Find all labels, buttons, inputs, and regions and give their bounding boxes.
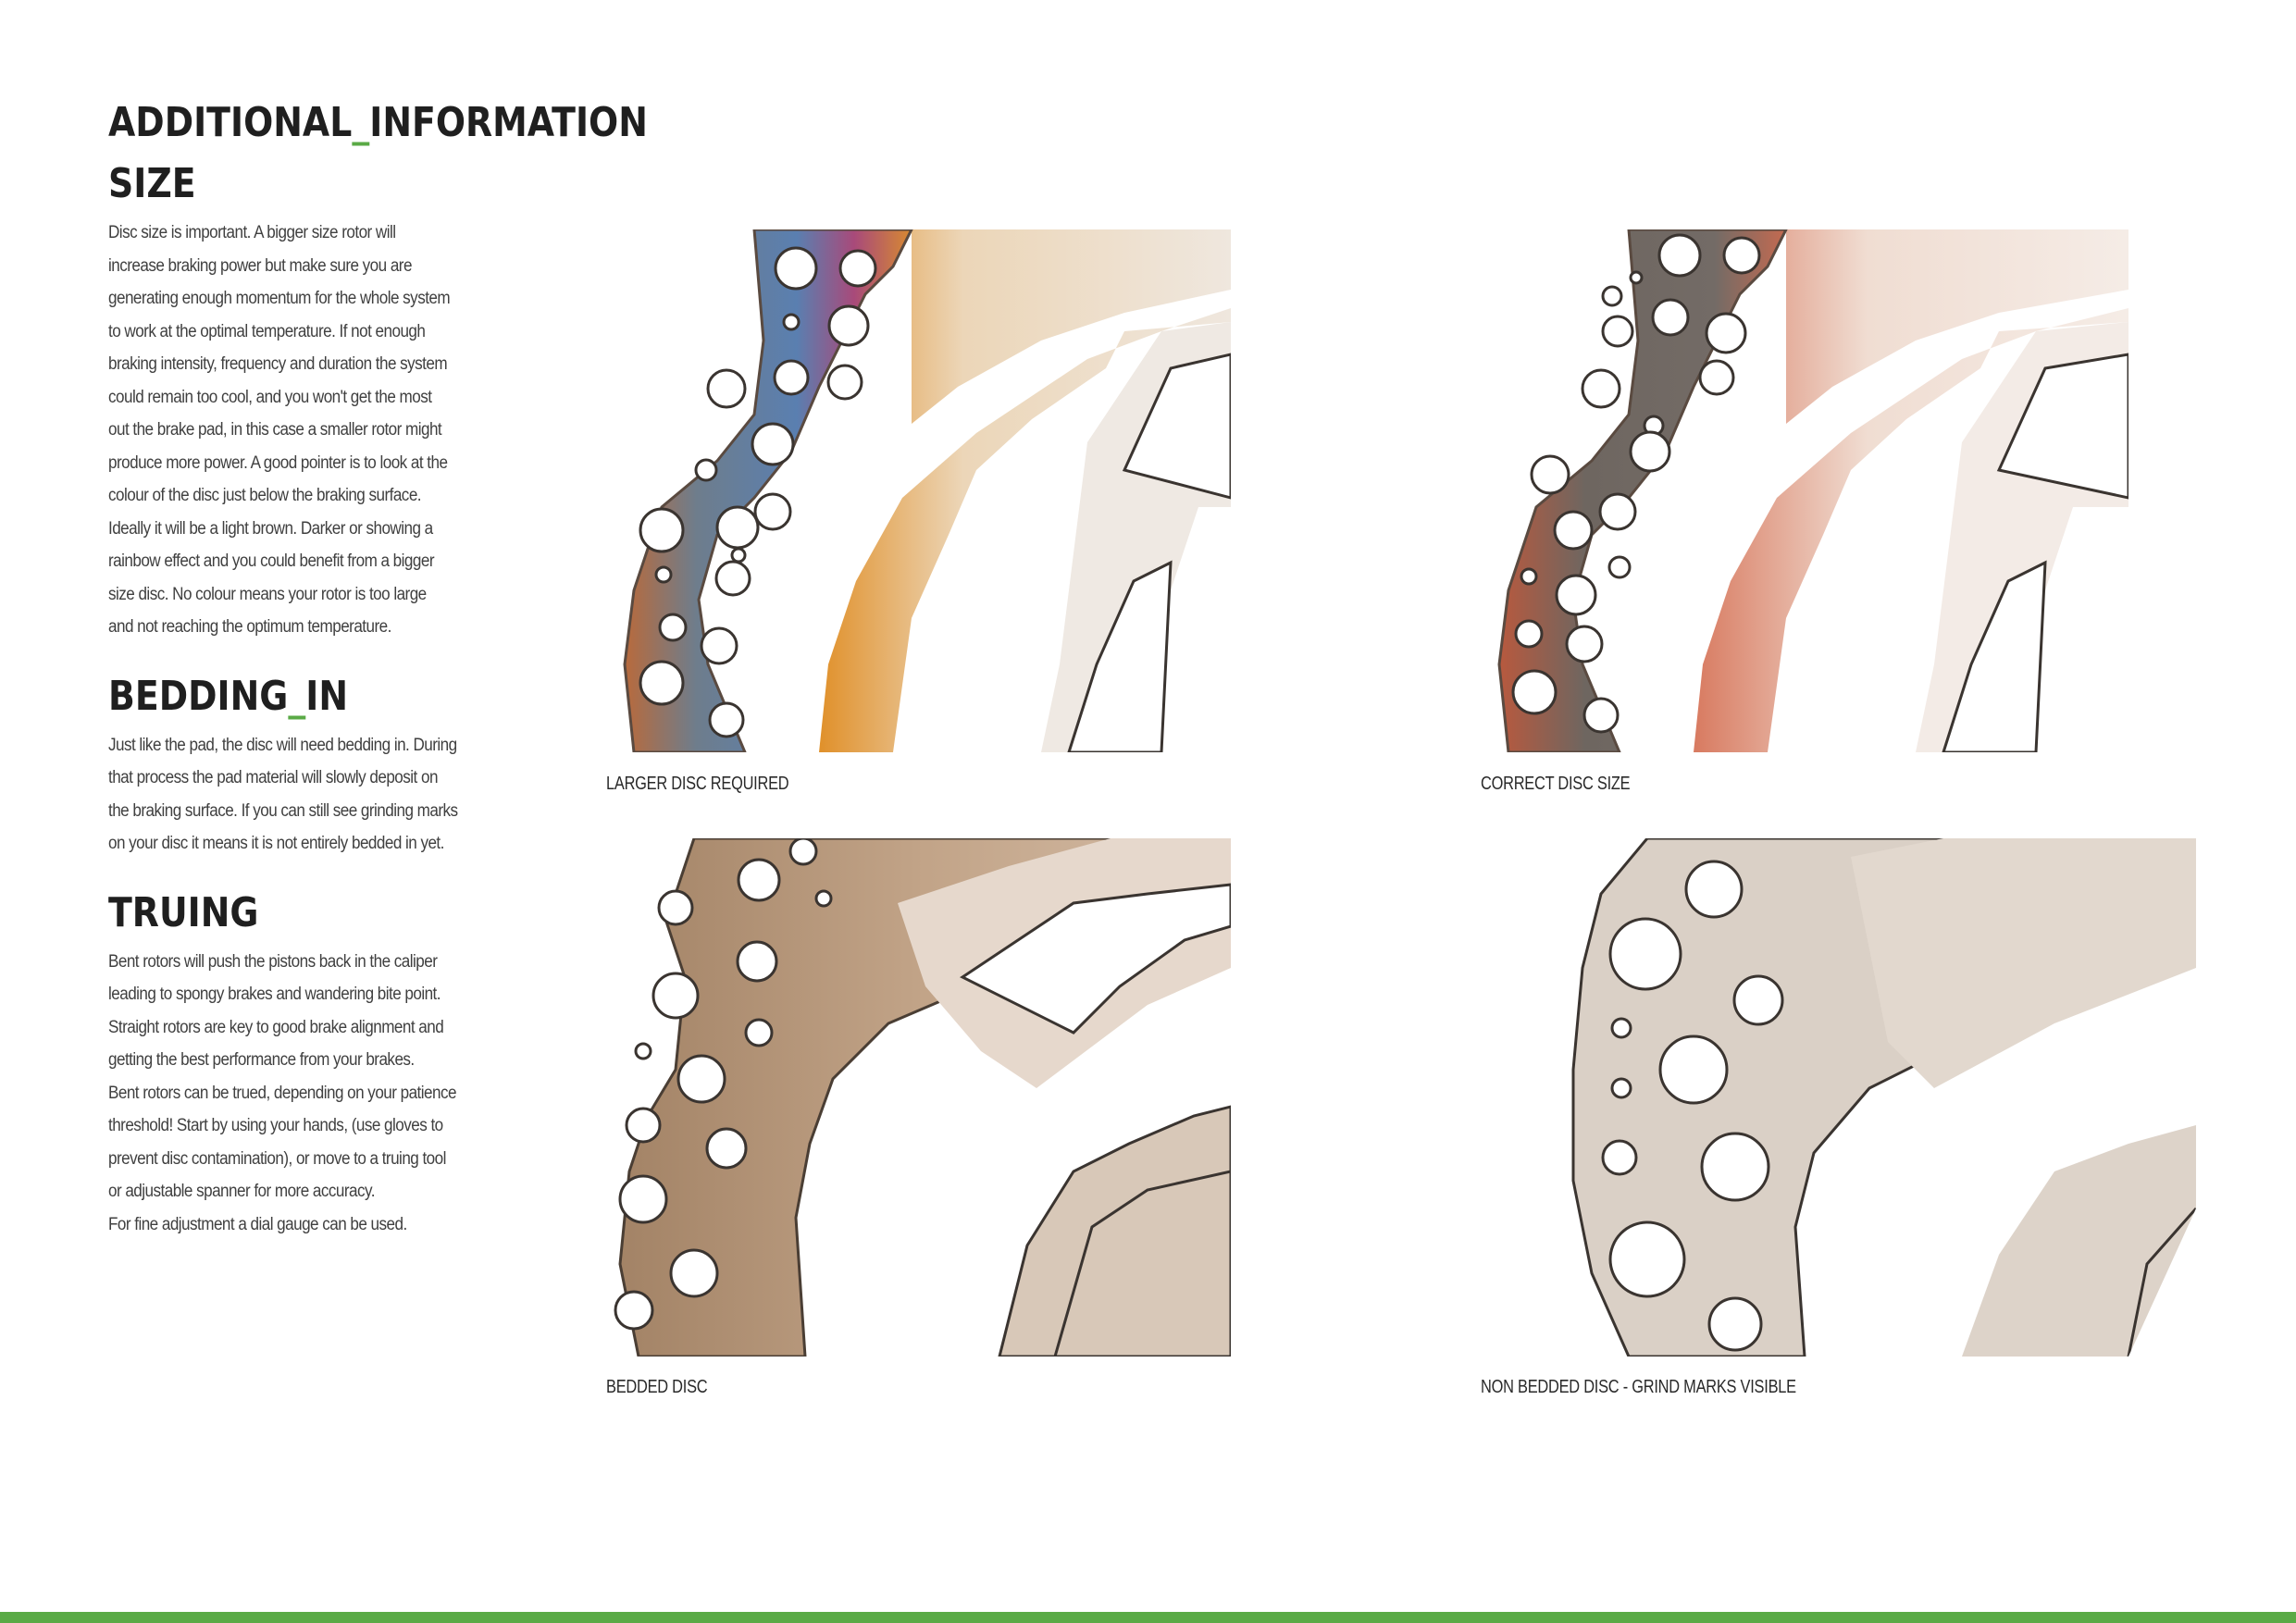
caption-non-bedded-disc: NON BEDDED DISC - GRIND MARKS VISIBLE bbox=[1481, 1377, 1796, 1397]
title-part-2: INFORMATION bbox=[369, 99, 648, 146]
footer-accent-bar bbox=[0, 1612, 2296, 1623]
photo-correct-disc-size bbox=[1481, 229, 2128, 752]
photo-larger-disc-required bbox=[606, 229, 1231, 752]
photo-bedded-disc bbox=[592, 838, 1231, 1357]
size-paragraph: Disc size is important. A bigger size ro… bbox=[108, 223, 451, 637]
bedding-in-heading: BEDDING_IN bbox=[108, 666, 427, 727]
photo-non-bedded-disc bbox=[1536, 838, 2196, 1357]
bedding-heading-part-1: BEDDING bbox=[108, 672, 289, 720]
size-heading: SIZE bbox=[108, 160, 196, 207]
rotor-image-light-brown bbox=[1497, 229, 2128, 752]
bedding-in-paragraph: Just like the pad, the disc will need be… bbox=[108, 735, 458, 854]
rotor-image-bedded bbox=[614, 838, 1231, 1357]
title-separator: _ bbox=[352, 99, 370, 146]
bedding-heading-separator: _ bbox=[288, 672, 306, 720]
rotor-image-non-bedded bbox=[1571, 838, 2196, 1357]
title-part-1: ADDITIONAL bbox=[108, 99, 353, 146]
truing-paragraph: Bent rotors will push the pistons back i… bbox=[108, 951, 457, 1234]
caption-bedded-disc: BEDDED DISC bbox=[606, 1377, 708, 1397]
bedding-heading-part-2: IN bbox=[305, 672, 348, 720]
caption-larger-disc-required: LARGER DISC REQUIRED bbox=[606, 774, 789, 794]
text-column: ADDITIONAL_INFORMATION SIZE Disc size is… bbox=[108, 93, 648, 1241]
truing-heading: TRUING bbox=[108, 888, 259, 936]
page-title: ADDITIONAL_INFORMATION bbox=[108, 93, 648, 154]
rotor-image-heat-tinted bbox=[623, 229, 1231, 752]
caption-correct-disc-size: CORRECT DISC SIZE bbox=[1481, 774, 1631, 794]
